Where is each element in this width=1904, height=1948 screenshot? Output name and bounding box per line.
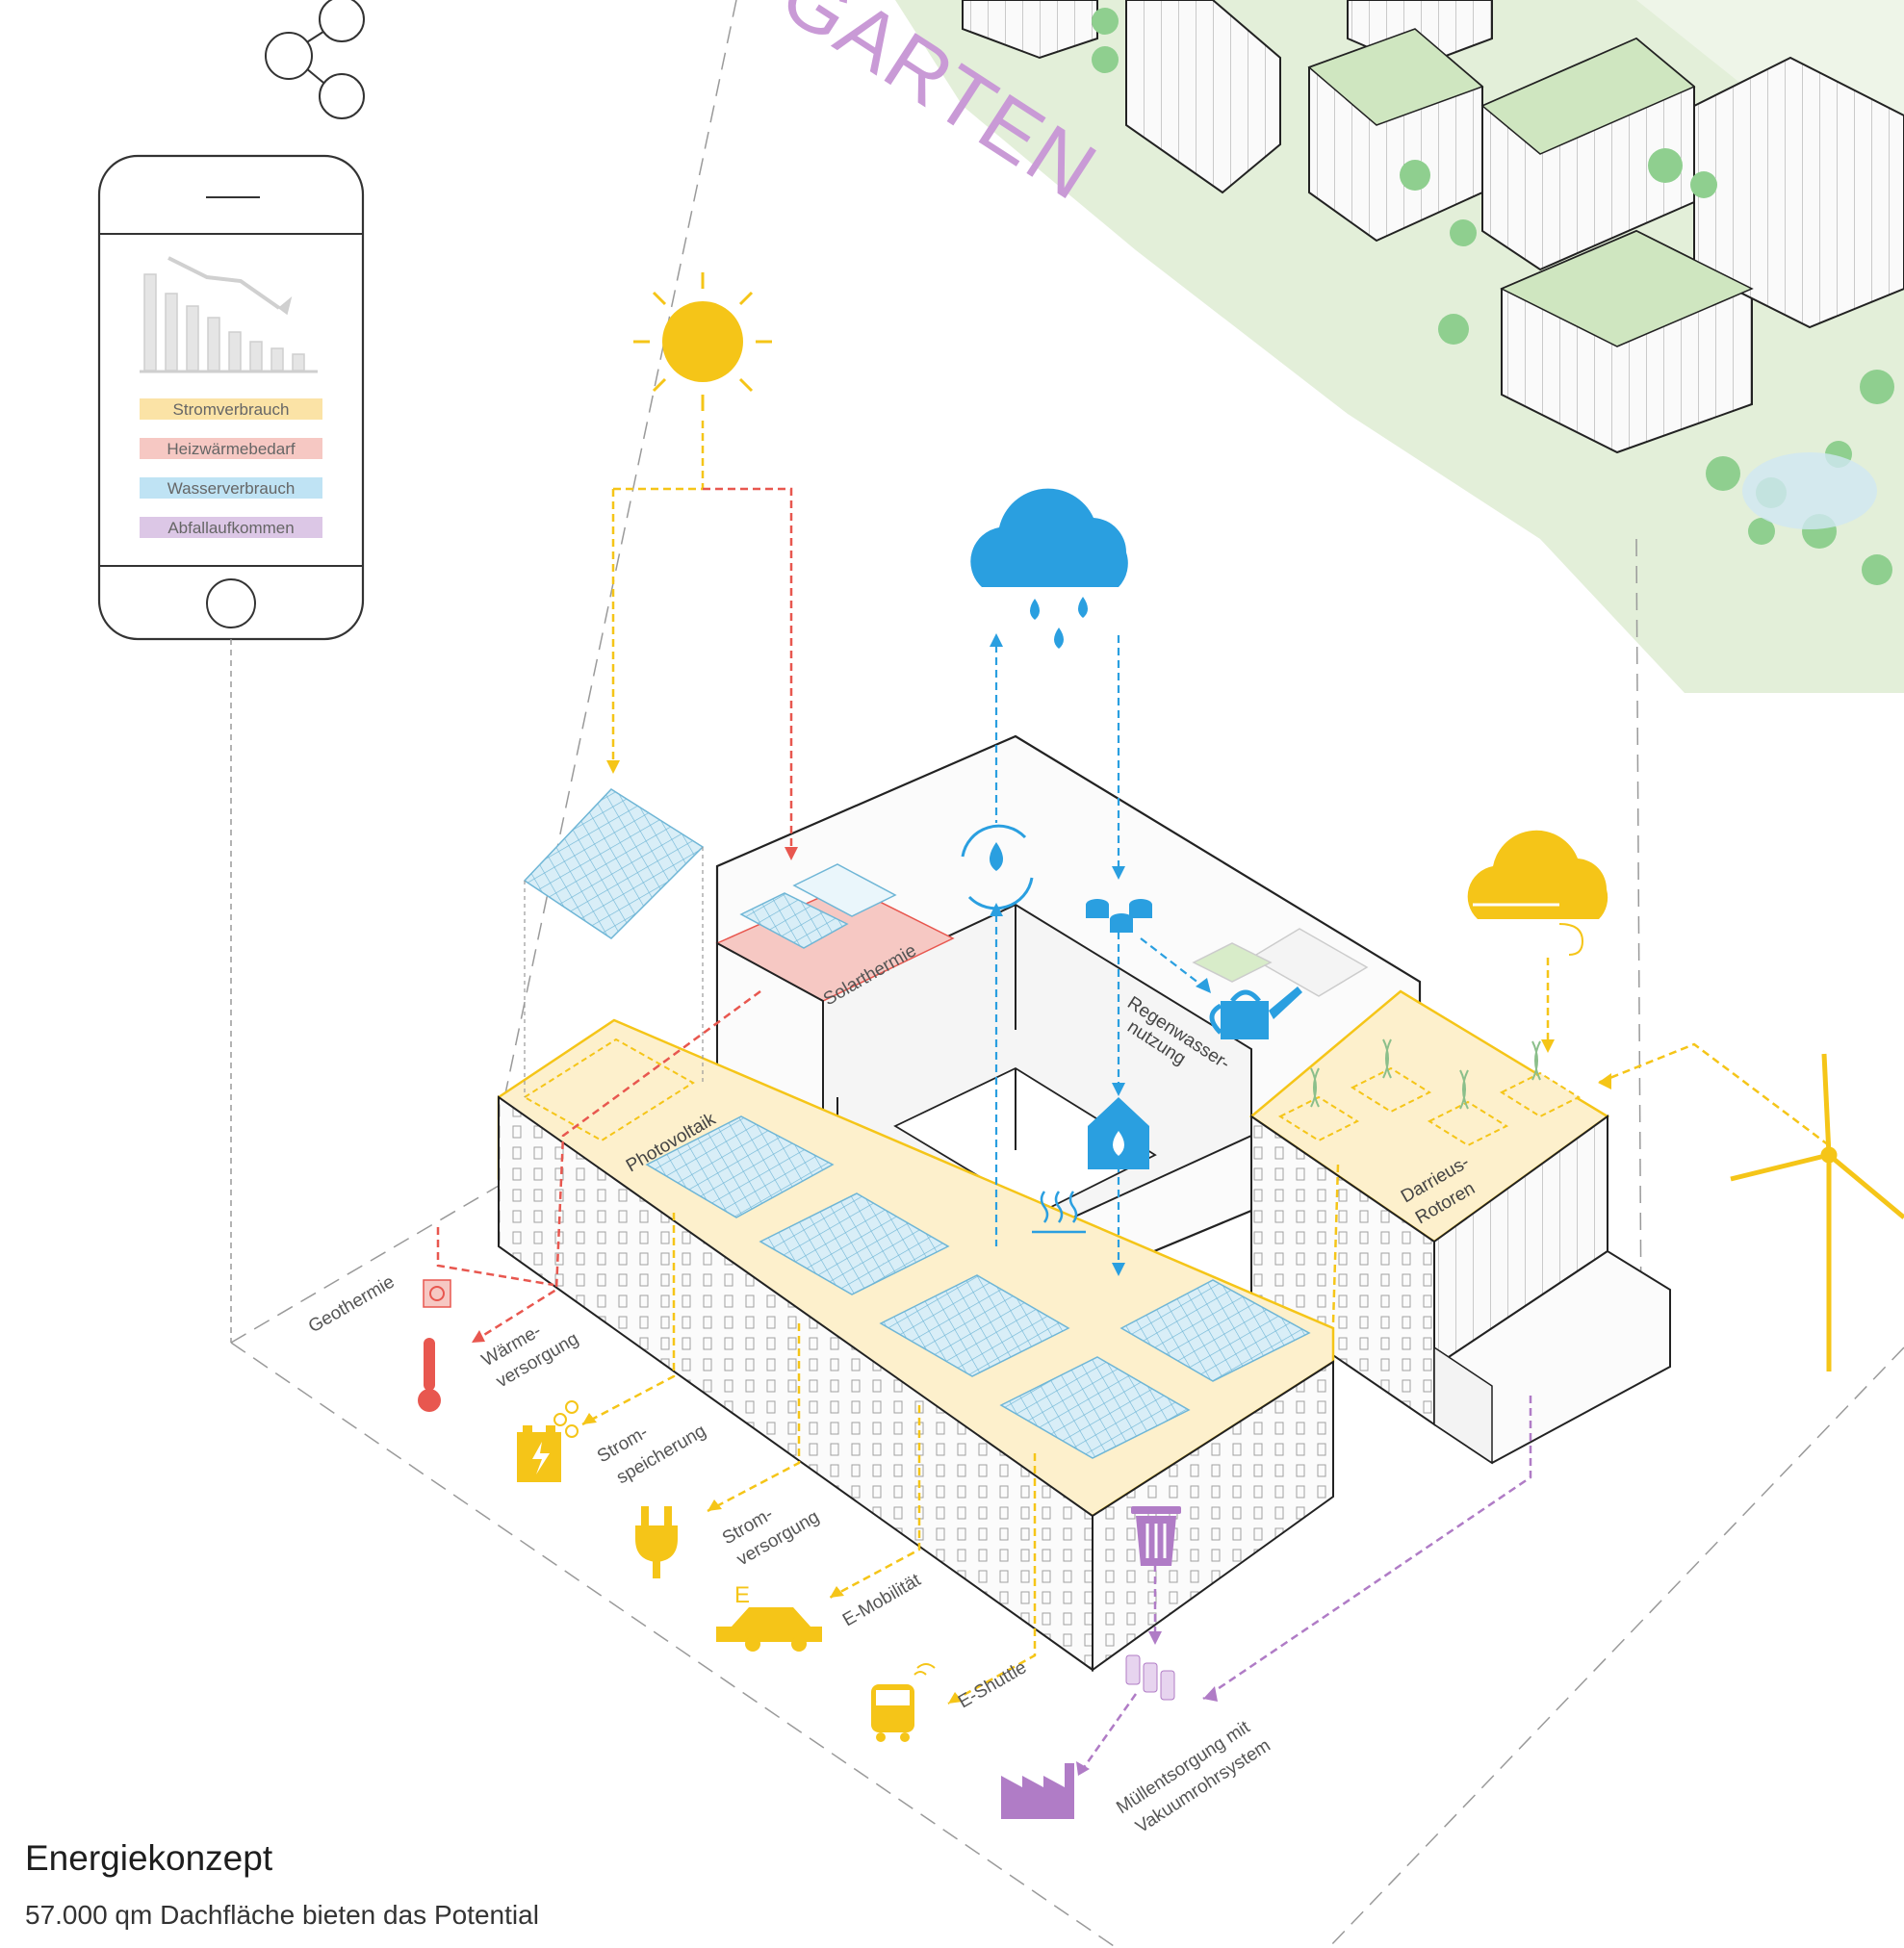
e-shuttle-icon	[871, 1663, 936, 1742]
cistern-icon	[1086, 899, 1152, 933]
pv-panel-floating	[523, 788, 705, 939]
thermometer-icon	[418, 1338, 441, 1412]
legend-label-strom: Stromverbrauch	[173, 400, 290, 419]
phone-legend: Stromverbrauch Heizwärmebedarf Wasserver…	[140, 398, 322, 538]
storage-network-icon	[553, 1400, 579, 1438]
section-text: Energiekonzept 57.000 qm Dachfläche biet…	[25, 1838, 757, 1931]
infiltration-icon	[1032, 1191, 1086, 1234]
solarthermie-panel-2	[792, 863, 897, 917]
vacuum-pipe-icon	[1125, 1654, 1175, 1701]
water-recycle-icon	[961, 824, 1034, 910]
section-body: 57.000 qm Dachfläche bieten das Potentia…	[25, 1900, 539, 1930]
svg-text:E: E	[734, 1582, 750, 1608]
legend-label-heizung: Heizwärmebedarf	[167, 440, 295, 458]
battery-icon	[517, 1425, 561, 1482]
watering-can-icon	[1209, 987, 1302, 1039]
section-title: Energiekonzept	[25, 1838, 273, 1878]
factory-icon	[1001, 1763, 1074, 1819]
legend-swatch-heizung	[140, 438, 322, 459]
smartphone-dashboard: Stromverbrauch Heizwärmebedarf Wasserver…	[97, 154, 365, 1343]
house-water-icon	[1088, 1097, 1149, 1169]
legend-swatch-wasser	[140, 477, 322, 499]
electric-car-icon: E	[716, 1582, 822, 1652]
legend-label-wasser: Wasserverbrauch	[167, 479, 296, 498]
main-building-complex	[497, 734, 1671, 1672]
home-button[interactable]	[206, 578, 256, 628]
label-emobilitaet: E-Mobilität	[839, 1570, 925, 1630]
legend-label-abfall: Abfallaufkommen	[167, 519, 294, 537]
legend-swatch-strom	[140, 398, 322, 420]
label-geothermie: Geothermie	[305, 1272, 398, 1338]
wind-cloud-icon	[1467, 830, 1608, 956]
solarthermie-panel-1	[739, 892, 849, 949]
wind-turbine-icon	[1730, 1053, 1904, 1371]
rooftop-greenhouse	[1192, 928, 1369, 997]
share-icon[interactable]	[265, 0, 365, 119]
trash-bin-icon	[1131, 1506, 1181, 1566]
city-context-illustration	[895, 0, 1904, 693]
bar-chart-icon	[140, 256, 318, 373]
site-outline	[230, 0, 1904, 1948]
rain-cloud-icon	[970, 488, 1128, 649]
legend-swatch-abfall	[140, 517, 322, 538]
geothermal-icon	[423, 1279, 451, 1308]
darrieus-rotor-icons	[1310, 1038, 1541, 1110]
plug-icon	[635, 1506, 678, 1578]
label-eshuttle: E-Shuttle	[955, 1657, 1030, 1712]
pv-panels	[645, 1115, 1311, 1459]
sun-icon	[633, 272, 772, 411]
